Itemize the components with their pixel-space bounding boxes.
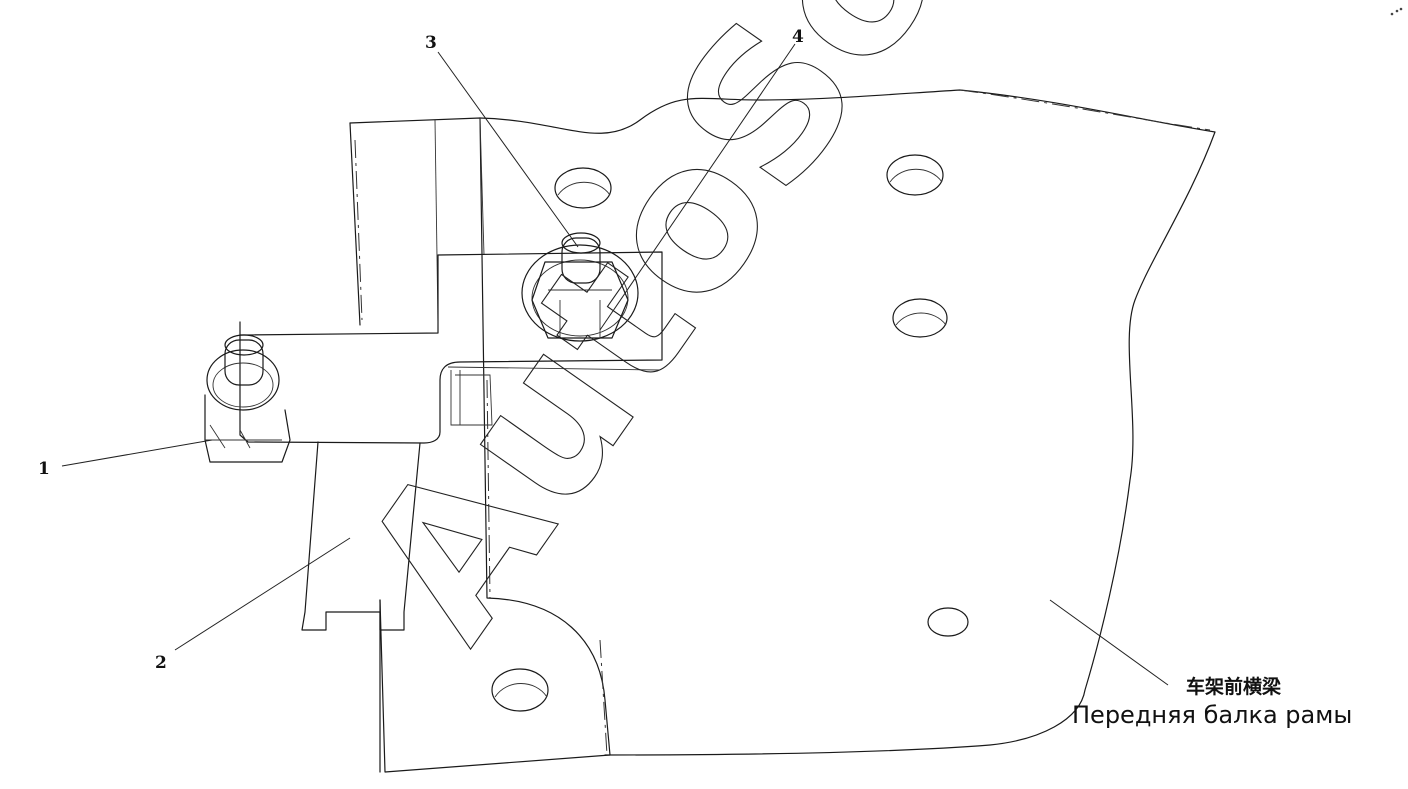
bolt-assembly-1 — [204, 334, 291, 463]
bracket-outline — [239, 251, 663, 444]
frame-rail-outline — [349, 117, 611, 773]
mounting-hole-4 — [491, 668, 549, 712]
plate-centerline — [959, 89, 1211, 131]
mounting-hole-3 — [892, 298, 948, 338]
bracket-bend-2 — [455, 374, 493, 426]
mounting-hole-5 — [927, 607, 969, 637]
rail-left-edge — [349, 122, 361, 326]
callout-2: 2 — [155, 653, 167, 673]
frame-crossmember-plate — [479, 89, 1216, 756]
corner-dots — [1390, 7, 1403, 16]
bracket-fold-line — [447, 366, 661, 371]
watermark: AutoSoft — [318, 0, 1097, 678]
bolt-assembly-2 — [521, 232, 639, 342]
rail-lower-centerline — [599, 639, 608, 756]
leader-crossmember — [1049, 599, 1169, 686]
leader-4 — [599, 43, 796, 331]
rail-inner-line-2 — [479, 117, 485, 256]
part-label-russian: Передняя балка рамы — [1072, 701, 1352, 729]
rail-centerline-2 — [486, 379, 491, 599]
callout-4: 4 — [792, 27, 804, 47]
callout-1: 1 — [38, 459, 50, 479]
leader-2 — [174, 537, 351, 651]
leader-3 — [437, 51, 579, 248]
mounting-hole-2 — [886, 154, 944, 196]
bracket-tab — [301, 441, 421, 631]
part-label-chinese: 车架前横梁 — [1186, 675, 1282, 698]
callout-3: 3 — [425, 33, 437, 53]
leader-1 — [61, 439, 213, 467]
mounting-hole-1 — [554, 167, 612, 209]
